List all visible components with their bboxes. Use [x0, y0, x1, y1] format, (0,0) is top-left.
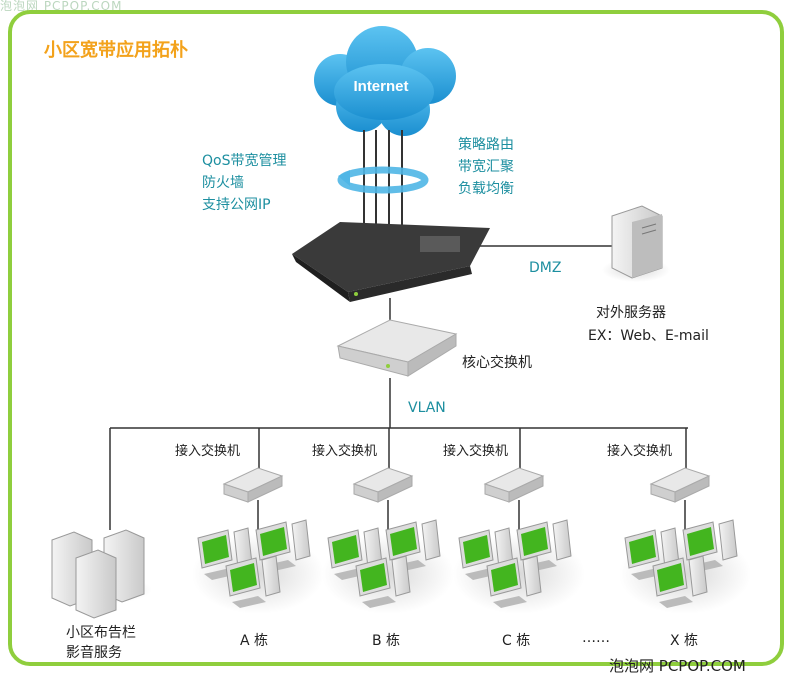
building-x-group [619, 467, 751, 614]
top-watermark: 泡泡网 PCPOP.COM [0, 0, 123, 13]
feature-load-balancing: 负载均衡 [458, 181, 514, 197]
building-c-computers-icon [458, 519, 572, 608]
building-a-group [192, 467, 324, 614]
access-switch-c-device [483, 467, 545, 503]
bulletin-servers-icon [48, 529, 152, 619]
diagram-frame [8, 10, 784, 666]
building-b-group [322, 467, 454, 614]
access-switch-a-device [222, 467, 284, 503]
core-switch-device [336, 319, 458, 377]
access-switch-label-b: 接入交换机 [312, 444, 378, 459]
feature-firewall: 防火墙 [202, 175, 244, 191]
access-switch-x-device [649, 467, 711, 503]
building-b-computers-icon [327, 519, 441, 608]
router-features-right: 策略路由 带宽汇聚 负载均衡 [458, 134, 514, 200]
watermark: 泡泡网 PCPOP.COM [609, 657, 746, 675]
server-label: 对外服务器 [596, 305, 666, 321]
ellipsis-label: …… [582, 630, 610, 646]
internet-label: Internet [353, 78, 408, 95]
internet-cloud [314, 26, 456, 136]
router-features-left: QoS带宽管理 防火墙 支持公网IP [202, 150, 286, 216]
building-x-computers-icon [624, 519, 738, 608]
dmz-label: DMZ [529, 260, 562, 276]
uplink-lines [363, 130, 403, 228]
access-switch-label-c: 接入交换机 [443, 444, 509, 459]
access-switch-label-a: 接入交换机 [175, 444, 241, 459]
building-c-group [453, 467, 585, 614]
access-switch-b-device [352, 467, 414, 503]
access-switch-label-x: 接入交换机 [607, 444, 673, 459]
vlan-label: VLAN [408, 400, 446, 416]
dmz-server-icon [602, 205, 670, 282]
feature-bandwidth-aggregation: 带宽汇聚 [458, 159, 514, 175]
router-device [292, 222, 490, 302]
building-c-label: C 栋 [502, 633, 531, 649]
building-a-label: A 栋 [240, 633, 269, 649]
building-a-computers-icon [197, 519, 311, 608]
building-x-label: X 栋 [670, 633, 699, 649]
diagram-title: 小区宽带应用拓朴 [44, 40, 188, 61]
feature-policy-routing: 策略路由 [458, 137, 514, 153]
server-services-label: EX：Web、E-mail [588, 328, 709, 344]
building-b-label: B 栋 [372, 633, 401, 649]
load-balance-arrow-icon [337, 166, 429, 194]
bulletin-label-1: 小区布告栏 [66, 625, 136, 641]
feature-public-ip: 支持公网IP [202, 197, 271, 213]
feature-qos: QoS带宽管理 [202, 153, 287, 169]
core-switch-label: 核心交换机 [462, 355, 532, 371]
bulletin-label-2: 影音服务 [66, 645, 122, 661]
